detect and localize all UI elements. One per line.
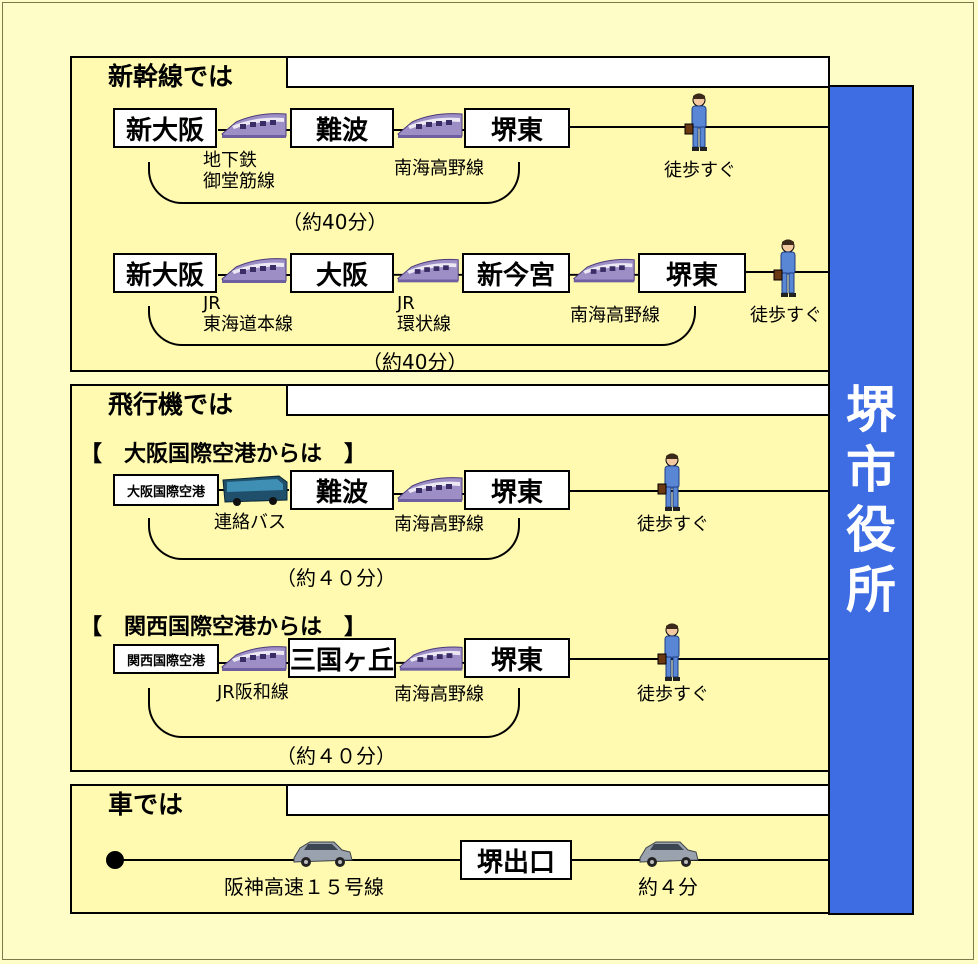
car-icon xyxy=(636,836,700,868)
station-box: 大阪 xyxy=(290,253,394,293)
walk-label: 徒歩すぐ xyxy=(637,514,709,535)
city-hall-char: 市 xyxy=(846,441,896,499)
walking-person-icon xyxy=(656,622,686,682)
station-box: 新大阪 xyxy=(113,108,217,148)
shinkansen-header-bar xyxy=(286,56,830,88)
shinkansen-title: 新幹線では xyxy=(108,62,234,91)
car-icon xyxy=(290,836,354,868)
station-box: 堺東 xyxy=(638,253,746,293)
train-icon xyxy=(218,108,290,144)
duration-label: （約40分） xyxy=(362,350,468,374)
station-box: 堺東 xyxy=(464,108,570,148)
train-icon xyxy=(394,253,462,289)
train-icon xyxy=(394,108,466,144)
walk-label: 徒歩すぐ xyxy=(664,160,736,181)
line-label: 地下鉄 御堂筋線 xyxy=(203,150,275,192)
duration-label: （約４０分） xyxy=(276,744,396,768)
kansai-heading: 【 関西国際空港からは 】 xyxy=(80,615,367,640)
station-box: 難波 xyxy=(290,108,394,148)
airplane-header-bar xyxy=(286,384,830,416)
train-icon xyxy=(218,253,290,289)
station-box: 関西国際空港 xyxy=(113,644,219,674)
city-hall-char: 役 xyxy=(846,501,896,559)
road-label: 阪神高速１５号線 xyxy=(224,875,384,899)
station-box: 難波 xyxy=(290,470,394,510)
road-line xyxy=(115,859,460,861)
walking-person-icon xyxy=(656,452,686,512)
line-label: JR 環状線 xyxy=(397,293,451,335)
road-line xyxy=(572,859,830,861)
station-box: 新今宮 xyxy=(462,253,570,293)
city-hall-label: 堺市役所 xyxy=(828,85,914,915)
line-label: JR 東海道本線 xyxy=(203,293,293,335)
car-header-bar xyxy=(286,784,830,816)
walk-label: 徒歩すぐ xyxy=(750,305,822,326)
city-hall-char: 堺 xyxy=(846,381,896,439)
train-icon xyxy=(570,253,638,289)
route-line xyxy=(570,490,830,492)
line-label: 南海高野線 xyxy=(394,158,484,179)
line-label: JR阪和線 xyxy=(217,682,289,703)
duration-label: （約40分） xyxy=(282,210,388,234)
station-box: 三国ヶ丘 xyxy=(288,638,396,678)
bus-icon xyxy=(219,472,289,508)
station-box: 堺東 xyxy=(464,638,570,678)
airplane-title: 飛行機では xyxy=(108,390,234,419)
route-line xyxy=(570,658,830,660)
duration-label: （約４０分） xyxy=(276,566,396,590)
line-label: 南海高野線 xyxy=(394,514,484,535)
exit-box: 堺出口 xyxy=(460,840,572,880)
train-icon xyxy=(218,641,290,677)
station-box: 堺東 xyxy=(464,470,570,510)
itami-heading: 【 大阪国際空港からは 】 xyxy=(80,442,367,467)
line-label: 南海高野線 xyxy=(394,684,484,705)
duration-brace xyxy=(148,306,696,346)
duration-brace xyxy=(148,162,520,204)
line-label: 南海高野線 xyxy=(570,305,660,326)
duration-brace xyxy=(148,518,520,560)
airplane-panel xyxy=(70,384,830,772)
line-label: 連絡バス xyxy=(214,512,286,533)
walk-label: 徒歩すぐ xyxy=(637,684,709,705)
duration-brace xyxy=(148,688,520,738)
walking-person-icon xyxy=(772,238,802,298)
car-title: 車では xyxy=(108,790,184,819)
train-icon xyxy=(394,472,466,508)
walking-person-icon xyxy=(683,92,713,152)
station-box: 大阪国際空港 xyxy=(113,474,219,506)
city-hall-char: 所 xyxy=(846,561,896,619)
station-box: 新大阪 xyxy=(113,253,217,293)
train-icon xyxy=(396,641,466,677)
time-label: 約４分 xyxy=(638,875,698,899)
